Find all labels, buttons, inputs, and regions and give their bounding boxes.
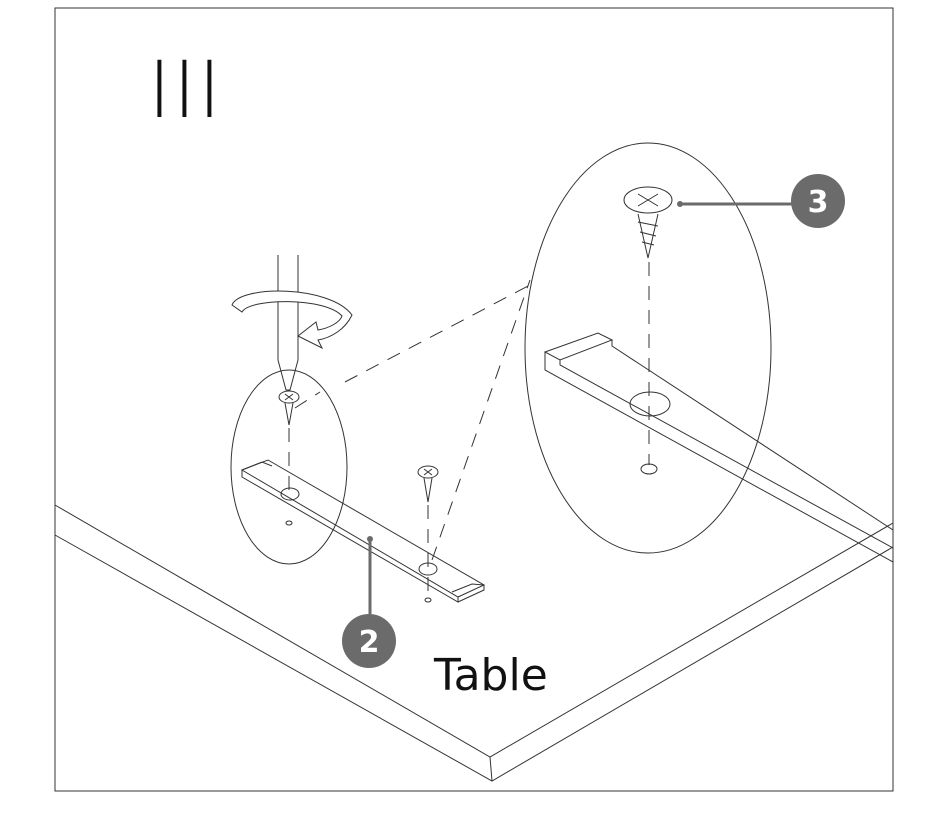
table-label: Table bbox=[433, 650, 548, 701]
screwdriver bbox=[277, 255, 299, 391]
screw-icon bbox=[278, 390, 300, 426]
detail-circle-large bbox=[524, 142, 772, 554]
rotate-arrow-icon bbox=[231, 290, 353, 350]
callout-badge-2: 2 bbox=[342, 614, 396, 668]
bracket-detail bbox=[543, 332, 894, 563]
svg-text:3: 3 bbox=[808, 185, 829, 220]
detail-circle-small bbox=[230, 369, 348, 565]
frame bbox=[54, 7, 894, 792]
table-top bbox=[54, 504, 894, 782]
bracket-small bbox=[240, 459, 486, 603]
screw-detail-icon bbox=[623, 186, 673, 259]
svg-text:2: 2 bbox=[359, 625, 380, 660]
step-number: III bbox=[148, 46, 223, 136]
screw-icon bbox=[417, 465, 439, 503]
callout-badge-3: 3 bbox=[791, 174, 845, 228]
